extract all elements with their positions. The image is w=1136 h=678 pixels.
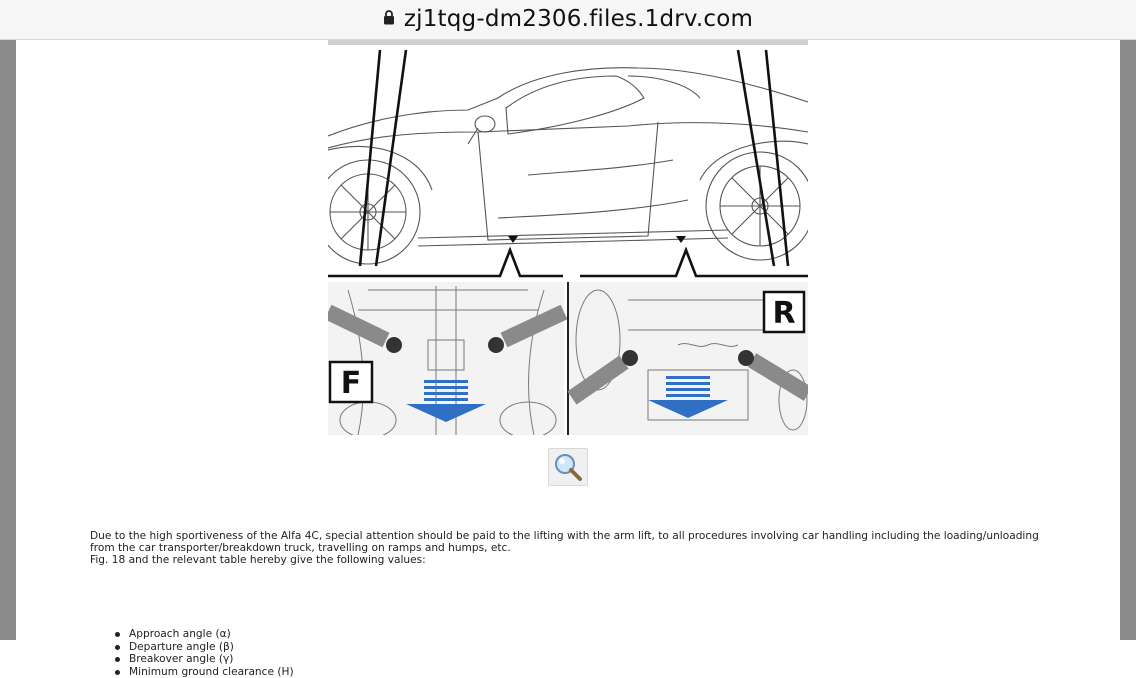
list-item: Approach angle (α) (112, 628, 294, 641)
list-item: Departure angle (β) (112, 641, 294, 654)
lock-icon (383, 5, 395, 31)
url-display[interactable]: zj1tqg-dm2306.files.1drv.com (0, 6, 1136, 33)
paragraph-line: Due to the high sportiveness of the Alfa… (90, 530, 1090, 542)
description-paragraph: Due to the high sportiveness of the Alfa… (90, 530, 1090, 567)
lifting-points-figure: F (328, 40, 808, 435)
page-gutter-left (0, 40, 16, 640)
list-item: Minimum ground clearance (H) (112, 666, 294, 678)
rear-badge: R (772, 296, 795, 331)
paragraph-line: from the car transporter/breakdown truck… (90, 542, 1090, 554)
values-list: Approach angle (α) Departure angle (β) B… (112, 628, 294, 678)
document-page: F (16, 40, 1120, 640)
front-underbody-panel: F (328, 282, 564, 435)
url-text: zj1tqg-dm2306.files.1drv.com (404, 6, 753, 32)
browser-address-bar[interactable]: zj1tqg-dm2306.files.1drv.com (0, 0, 1136, 40)
front-badge: F (341, 366, 362, 401)
magnifier-icon (549, 449, 587, 485)
zoom-image-button[interactable] (548, 448, 588, 486)
page-gutter-right (1120, 40, 1136, 640)
paragraph-line: Fig. 18 and the relevant table hereby gi… (90, 554, 1090, 566)
lifting-diagram: F (328, 40, 808, 435)
rear-underbody-panel: R (568, 282, 808, 435)
list-item: Breakover angle (γ) (112, 653, 294, 666)
